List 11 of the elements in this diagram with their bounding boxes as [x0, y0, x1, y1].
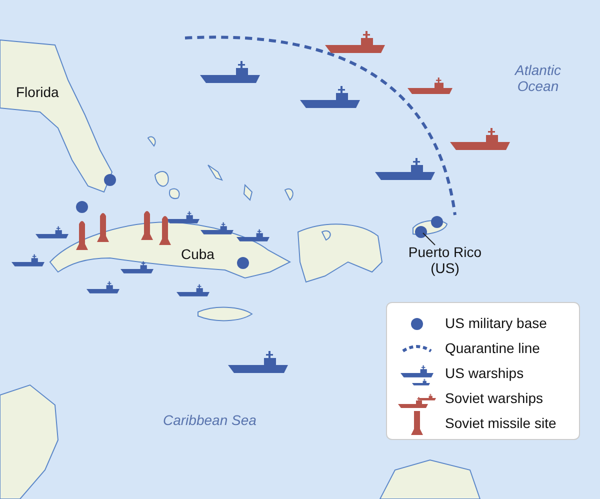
- ocean-label: Atlantic Ocean: [514, 62, 562, 94]
- legend-text: US military base: [445, 315, 547, 331]
- place-label: Cuba: [181, 246, 214, 262]
- leader-line: [422, 232, 436, 246]
- place-label: Puerto Rico (US): [400, 244, 490, 276]
- sea-label: Caribbean Sea: [163, 412, 256, 428]
- legend-text: Soviet warships: [445, 390, 544, 406]
- place-label: Florida: [16, 84, 59, 100]
- legend-text: Soviet missile site: [445, 415, 556, 431]
- legend-text: US warships: [445, 365, 524, 381]
- legend-text: Quarantine line: [445, 340, 540, 356]
